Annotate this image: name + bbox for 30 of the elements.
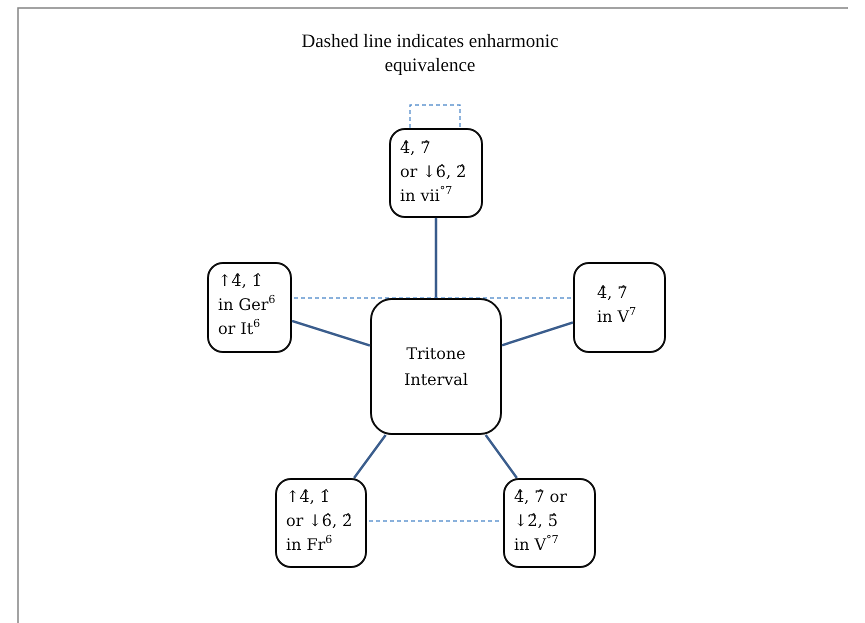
connector-line — [434, 218, 438, 298]
node-text: in V$^{7}$ — [597, 305, 636, 328]
node-text: ↑4̂, 1̂ — [286, 486, 330, 508]
connector-line — [484, 434, 518, 479]
node-text: in vii$^{°7}$ — [400, 184, 452, 207]
dashed-connector — [294, 297, 571, 299]
node-text: 4̂, 7̂ — [400, 137, 431, 159]
connector-line — [353, 434, 387, 479]
rounded-box — [503, 478, 596, 568]
rounded-box — [389, 128, 483, 218]
connector-line — [292, 320, 370, 347]
node-text: ↑4̂, 1̂ — [218, 270, 262, 292]
node-text: or ↓6̂, 2̂ — [400, 161, 466, 183]
node-text: or It$^{6}$ — [218, 317, 260, 340]
connector-line — [502, 321, 574, 346]
rounded-box — [275, 478, 367, 568]
dashed-connector — [409, 104, 461, 128]
node-text: in Ger$^{6}$ — [218, 293, 276, 316]
node-text: 4̂, 7̂ or — [514, 486, 567, 508]
node-text: or ↓6̂, 2̂ — [286, 510, 352, 532]
node-text: in V$^{°7}$ — [514, 533, 559, 556]
node-text: ↓2̂, 5̂ — [514, 510, 558, 532]
note-text: Dashed line indicates enharmonic equivalence — [300, 30, 560, 78]
rounded-box — [370, 298, 502, 435]
dashed-connector — [369, 520, 501, 522]
node-text: in Fr$^{6}$ — [286, 533, 332, 556]
node-text: Tritone Interval — [403, 342, 469, 390]
rounded-box — [207, 262, 292, 353]
node-text: 4̂, 7̂ — [597, 282, 628, 304]
rounded-box — [573, 262, 666, 353]
